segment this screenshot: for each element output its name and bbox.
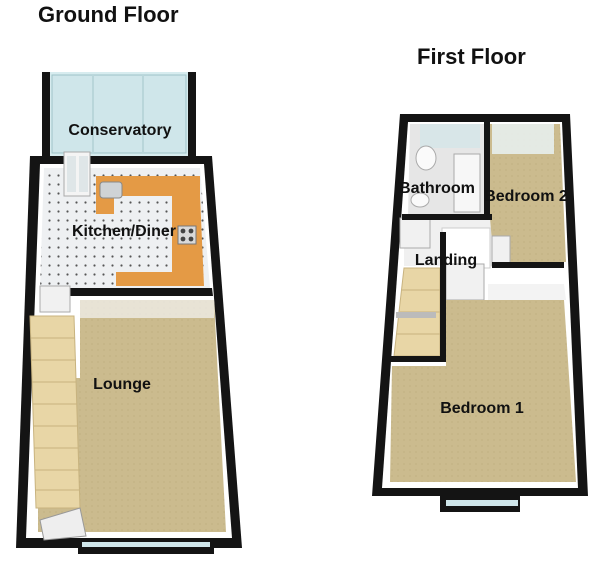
sink-icon	[99, 181, 123, 199]
first-floor-plan	[372, 114, 588, 512]
conservatory-area	[42, 72, 196, 158]
landing-area	[399, 217, 511, 301]
bath-icon	[453, 153, 481, 213]
landing-door	[399, 217, 431, 249]
bedroom-2-door	[491, 235, 511, 267]
room-label-bedroom-1: Bedroom 1	[440, 400, 524, 417]
hob-icon	[177, 225, 197, 245]
first-floor-stairwell	[393, 267, 441, 357]
basin-icon	[410, 192, 430, 208]
room-label-lounge: Lounge	[93, 376, 151, 393]
room-label-kitchen-diner: Kitchen/Diner	[72, 223, 176, 240]
room-label-bedroom-2: Bedroom 2	[484, 188, 568, 205]
ground-floor-title: Ground Floor	[38, 2, 179, 27]
lounge-area	[38, 300, 226, 532]
bathroom-area	[408, 124, 484, 216]
room-label-conservatory: Conservatory	[68, 122, 171, 139]
ground-floor-plan	[16, 72, 242, 554]
bedroom-1-area	[390, 284, 576, 482]
room-label-landing: Landing	[415, 252, 477, 269]
ground-floor-stairs	[29, 315, 81, 509]
toilet-icon	[415, 145, 437, 171]
kitchen-diner-area	[40, 151, 210, 288]
lounge-door	[39, 285, 71, 313]
bedroom-1-door	[445, 263, 485, 301]
room-label-bathroom: Bathroom	[399, 180, 475, 197]
first-floor-title: First Floor	[417, 44, 526, 69]
front-door	[39, 507, 87, 541]
bedroom-2-area	[490, 124, 566, 262]
